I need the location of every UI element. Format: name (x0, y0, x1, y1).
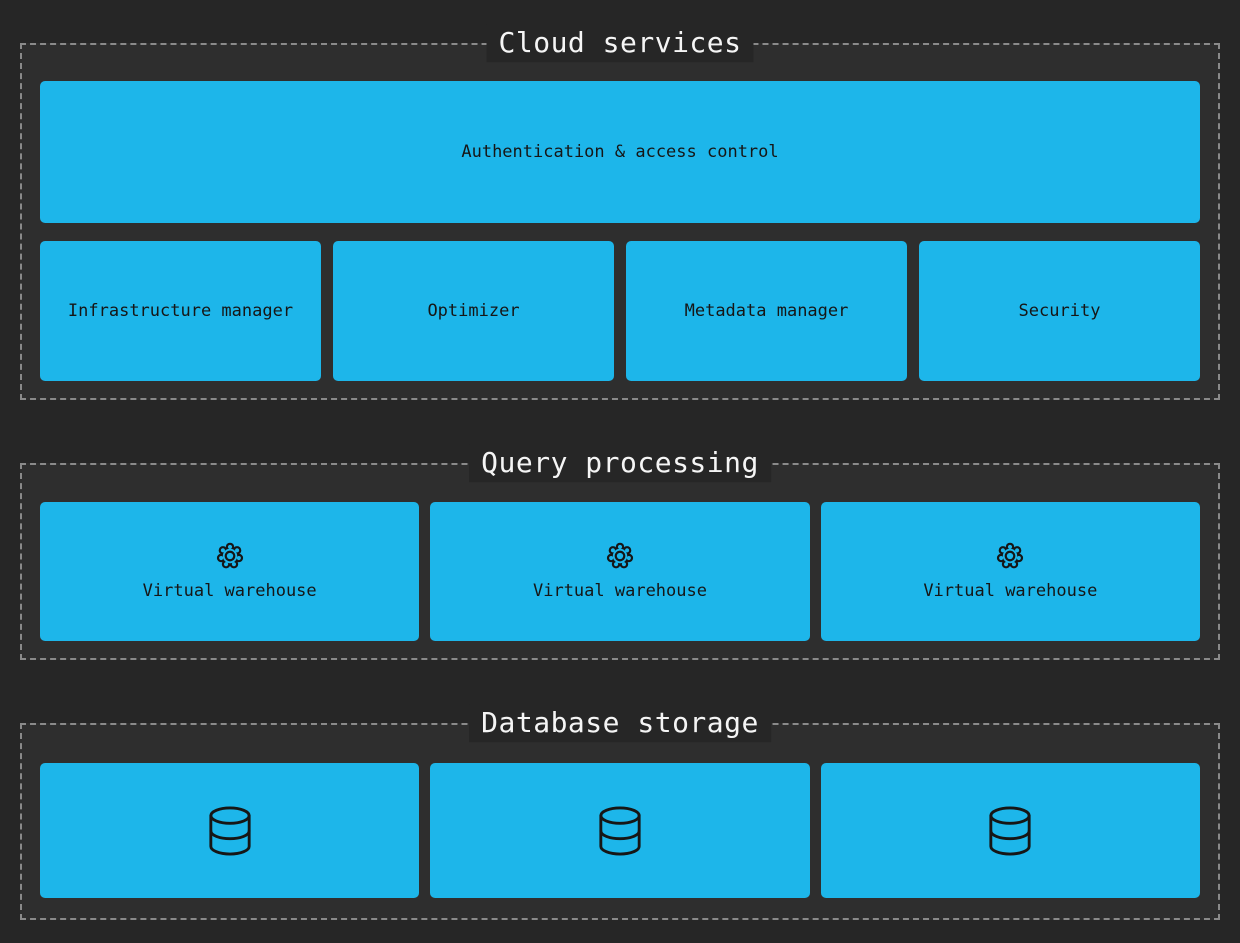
section-title-cloud-services: Cloud services (486, 24, 754, 62)
security-box: Security (919, 241, 1200, 381)
database-box (820, 763, 1200, 898)
database-box (40, 763, 420, 898)
architecture-diagram: Cloud services Authentication & access c… (0, 24, 1240, 920)
box-label: Virtual warehouse (142, 581, 317, 601)
database-icon (207, 806, 253, 856)
virtual-warehouse-box: Virtual warehouse (40, 502, 420, 641)
section-database-storage: Database storage (20, 704, 1220, 920)
box-label: Infrastructure manager (67, 301, 294, 321)
box-label: Virtual warehouse (532, 581, 707, 601)
cloud-services-row: Infrastructure manager Optimizer Metadat… (40, 241, 1200, 381)
database-icon (987, 806, 1033, 856)
database-box (430, 763, 810, 898)
optimizer-box: Optimizer (333, 241, 614, 381)
box-label: Optimizer (427, 301, 520, 321)
section-title-database-storage: Database storage (469, 704, 771, 742)
section-query-processing: Query processing Virtual warehouse Virtu… (20, 444, 1220, 660)
gear-icon (996, 542, 1024, 570)
box-label: Virtual warehouse (923, 581, 1098, 601)
gear-icon (606, 542, 634, 570)
virtual-warehouse-box: Virtual warehouse (820, 502, 1200, 641)
box-label: Metadata manager (684, 301, 849, 321)
metadata-manager-box: Metadata manager (626, 241, 907, 381)
box-label: Security (1018, 301, 1101, 321)
infrastructure-manager-box: Infrastructure manager (40, 241, 321, 381)
auth-access-control-box: Authentication & access control (40, 81, 1200, 223)
section-cloud-services: Cloud services Authentication & access c… (20, 24, 1220, 400)
database-icon (597, 806, 643, 856)
box-label: Authentication & access control (461, 142, 779, 162)
database-storage-row (40, 763, 1200, 898)
section-title-query-processing: Query processing (469, 444, 771, 482)
query-processing-row: Virtual warehouse Virtual warehouse Virt… (40, 502, 1200, 641)
virtual-warehouse-box: Virtual warehouse (430, 502, 810, 641)
gear-icon (216, 542, 244, 570)
